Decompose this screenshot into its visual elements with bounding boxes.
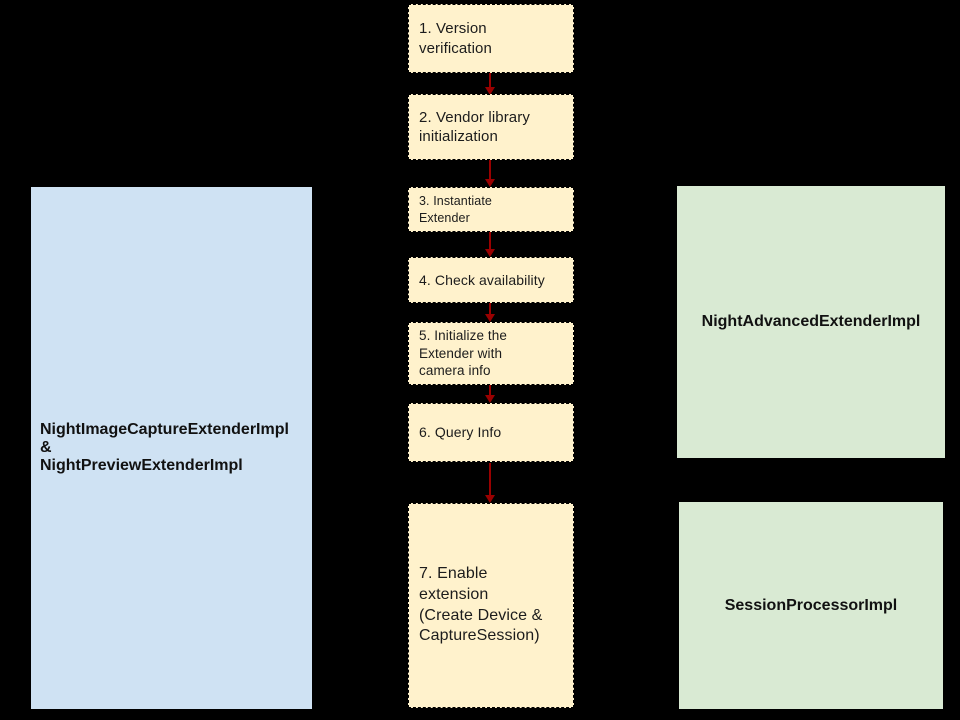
left-impl-box: NightImageCaptureExtenderImpl & NightPre… xyxy=(31,187,312,709)
flow-step-1: 1. Version verification xyxy=(408,4,574,73)
flow-step-2: 2. Vendor library initialization xyxy=(408,94,574,160)
flow-arrow-4 xyxy=(485,303,495,322)
right-impl-box-advanced: NightAdvancedExtenderImpl xyxy=(677,186,945,458)
right-impl-box-session: SessionProcessorImpl xyxy=(679,502,943,709)
flow-step-7-label: 7. Enable extension (Create Device & Cap… xyxy=(419,564,543,645)
flow-step-1-label: 1. Version verification xyxy=(419,20,492,57)
flow-step-5-label: 5. Initialize the Extender with camera i… xyxy=(419,328,507,379)
left-impl-label: NightImageCaptureExtenderImpl & NightPre… xyxy=(40,421,289,474)
flow-step-3-label: 3. Instantiate Extender xyxy=(419,194,492,225)
flow-step-4-label: 4. Check availability xyxy=(419,271,545,288)
flow-step-6-label: 6. Query Info xyxy=(419,424,502,441)
flow-step-7: 7. Enable extension (Create Device & Cap… xyxy=(408,503,574,708)
flow-step-5: 5. Initialize the Extender with camera i… xyxy=(408,322,574,385)
flow-step-6: 6. Query Info xyxy=(408,403,574,462)
flow-step-4: 4. Check availability xyxy=(408,257,574,303)
flow-step-3: 3. Instantiate Extender xyxy=(408,187,574,232)
flow-arrow-1 xyxy=(485,73,495,95)
flow-arrow-2 xyxy=(485,160,495,187)
right-impl-session-label: SessionProcessorImpl xyxy=(724,596,898,614)
flow-arrow-5 xyxy=(485,385,495,403)
flow-arrow-3 xyxy=(485,232,495,257)
flow-step-2-label: 2. Vendor library initialization xyxy=(419,108,530,146)
flow-arrow-6 xyxy=(485,463,495,503)
right-impl-advanced-label: NightAdvancedExtenderImpl xyxy=(701,313,921,330)
